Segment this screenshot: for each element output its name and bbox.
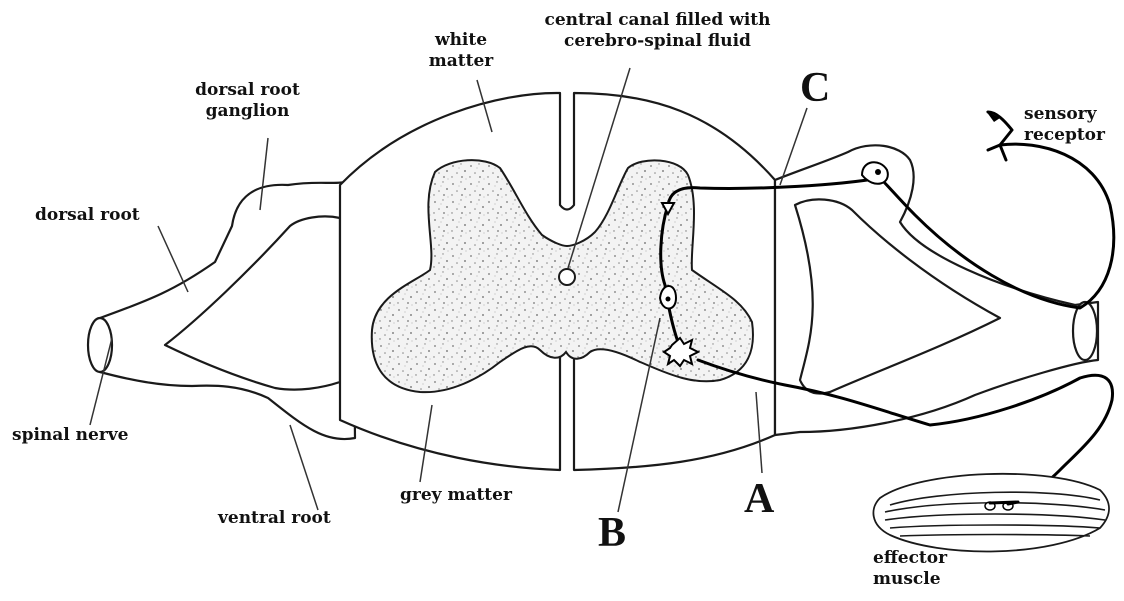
marker-c: C — [800, 67, 830, 109]
marker-b: B — [598, 512, 626, 554]
label-effector-line1: effector — [873, 548, 947, 569]
label-spinal-nerve: spinal nerve — [12, 425, 129, 446]
label-effector-muscle: effector muscle — [873, 548, 947, 590]
spinal-nerve-end — [1073, 302, 1097, 360]
label-ventral-root: ventral root — [218, 508, 331, 529]
label-drg-line1: dorsal root — [185, 80, 310, 101]
label-dorsal-root-ganglion: dorsal root ganglion — [185, 80, 310, 122]
label-central-canal-line1: central canal filled with — [535, 10, 780, 31]
label-white-matter-line1: white — [418, 30, 504, 51]
label-white-matter: white matter — [418, 30, 504, 72]
label-sensory-line1: sensory — [1024, 104, 1105, 125]
central-canal — [559, 269, 575, 285]
label-dorsal-root: dorsal root — [35, 205, 140, 226]
label-sensory-receptor: sensory receptor — [1024, 104, 1105, 146]
label-white-matter-line2: matter — [418, 51, 504, 72]
posterior-median-sulcus — [560, 93, 574, 210]
label-grey-matter: grey matter — [400, 485, 512, 506]
ganglion-nucleus — [875, 169, 881, 175]
leader-dorsal-root — [158, 226, 188, 292]
relay-nucleus — [666, 297, 671, 302]
label-central-canal-line2: cerebro-spinal fluid — [535, 31, 780, 52]
label-effector-line2: muscle — [873, 569, 947, 590]
sensory-receptor-ending — [988, 112, 1012, 160]
label-sensory-line2: receptor — [1024, 125, 1105, 146]
label-central-canal: central canal filled with cerebro-spinal… — [535, 10, 780, 52]
marker-a: A — [744, 478, 774, 520]
left-spinal-nerve-end — [88, 318, 112, 372]
effector-muscle — [873, 474, 1109, 552]
label-drg-line2: ganglion — [185, 101, 310, 122]
leader-ventral-root — [290, 425, 318, 510]
